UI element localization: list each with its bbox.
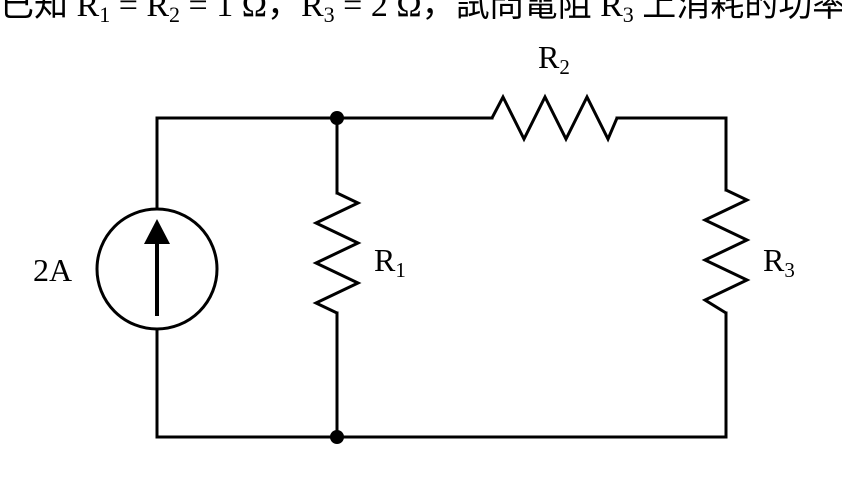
r2-label-index: 2 bbox=[559, 55, 570, 79]
problem-text-2: = 1 Ω，R bbox=[180, 0, 324, 24]
r1-label: R1 bbox=[374, 242, 406, 282]
r1-label-letter: R bbox=[374, 242, 396, 278]
problem-sub-4: 3 bbox=[622, 2, 634, 26]
circuit-wires bbox=[155, 116, 728, 439]
r2-label: R2 bbox=[538, 39, 570, 79]
problem-text-1: = R bbox=[110, 0, 170, 24]
wire-top-left bbox=[155, 116, 494, 210]
r3-label-letter: R bbox=[763, 242, 785, 278]
r1-label-index: 1 bbox=[395, 258, 406, 282]
r3-label: R3 bbox=[763, 242, 795, 282]
problem-statement: 已知 R1 = R2 = 1 Ω，R3 = 2 Ω，試問電阻 R3 上消耗的功率 bbox=[0, 0, 842, 26]
r3-label-index: 3 bbox=[784, 258, 795, 282]
problem-text-3: = 2 Ω，試問電阻 R bbox=[334, 0, 623, 24]
problem-sub-3: 3 bbox=[323, 2, 335, 26]
junction-dot-bottom bbox=[330, 430, 344, 444]
resistor-r3 bbox=[701, 188, 751, 315]
resistor-r2 bbox=[490, 93, 619, 143]
problem-text-4: 上消耗的功率 bbox=[633, 0, 842, 24]
junction-dot-top bbox=[330, 111, 344, 125]
r2-label-letter: R bbox=[538, 39, 560, 75]
current-arrow-up-icon bbox=[144, 219, 170, 244]
resistor-r1 bbox=[312, 191, 362, 315]
wire-top-right bbox=[615, 116, 728, 192]
wire-r3-bottom bbox=[155, 311, 728, 439]
problem-sub-1: 1 bbox=[99, 2, 111, 26]
current-source bbox=[95, 207, 219, 331]
problem-text-prefix: 已知 R bbox=[0, 0, 100, 24]
current-source-label: 2A bbox=[33, 252, 72, 288]
problem-sub-2: 2 bbox=[169, 2, 181, 26]
